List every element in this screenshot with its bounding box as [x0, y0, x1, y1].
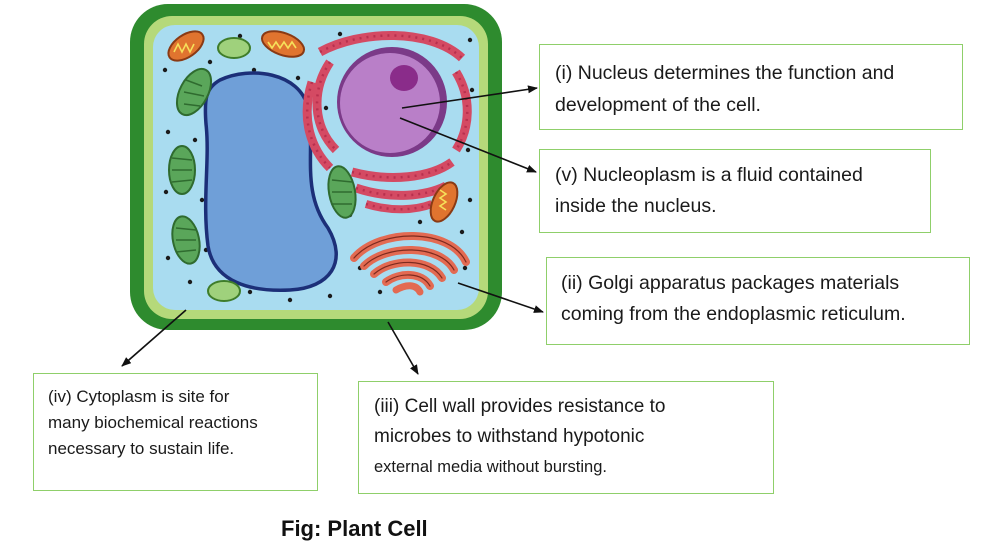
callout-nucleoplasm-line-2: inside the nucleus. [555, 195, 717, 217]
callout-cytoplasm: (iv) Cytoplasm is site for many biochemi… [33, 373, 318, 491]
callout-nucleus-line-2: development of the cell. [555, 94, 761, 116]
callout-cytoplasm-line-3: necessary to sustain life. [48, 439, 235, 458]
nucleus [337, 47, 447, 157]
arrow-nucleus [401, 85, 538, 109]
figure-caption: Fig: Plant Cell [281, 516, 428, 541]
arrow-nucleoplasm [399, 117, 537, 173]
arrow-golgi [457, 282, 544, 313]
callout-cytoplasm-line-1: (iv) Cytoplasm is site for [48, 387, 230, 406]
callout-cell-wall-line-1: (iii) Cell wall provides resistance to [374, 396, 666, 417]
arrow-cytoplasm [121, 309, 187, 367]
callout-nucleoplasm-line-1: (v) Nucleoplasm is a fluid contained [555, 164, 863, 186]
callout-cell-wall: (iii) Cell wall provides resistance to m… [358, 381, 774, 494]
callout-nucleoplasm: (v) Nucleoplasm is a fluid contained ins… [539, 149, 931, 233]
arrow-cell-wall [387, 321, 419, 375]
callout-nucleus: (i) Nucleus determines the function and … [539, 44, 963, 130]
callout-golgi-line-2: coming from the endoplasmic reticulum. [561, 303, 906, 325]
callout-golgi-line-1: (ii) Golgi apparatus packages materials [561, 272, 900, 294]
callout-golgi: (ii) Golgi apparatus packages materials … [546, 257, 970, 345]
mitochondria-cristae [173, 40, 448, 211]
mitochondria [167, 30, 459, 223]
callout-cell-wall-line-3: external media without bursting. [374, 458, 607, 476]
pointer-arrows [121, 85, 544, 375]
nucleolus [390, 65, 418, 91]
callout-nucleus-line-1: (i) Nucleus determines the function and [555, 62, 895, 84]
golgi-apparatus [350, 232, 470, 296]
callout-cytoplasm-line-2: many biochemical reactions [48, 413, 258, 432]
chloroplast-grana [171, 79, 353, 253]
callout-cell-wall-line-2: microbes to withstand hypotonic [374, 426, 645, 447]
